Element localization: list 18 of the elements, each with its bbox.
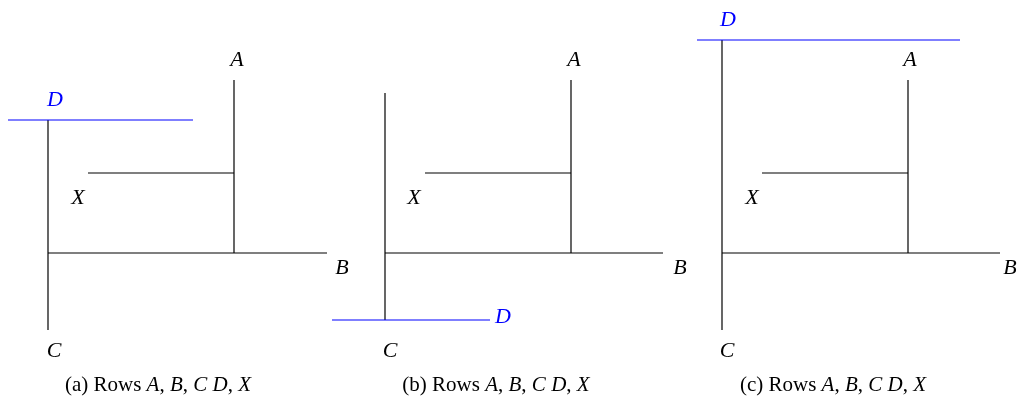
line-label: X	[71, 186, 85, 208]
line-label: C	[382, 339, 398, 361]
line-label: D	[47, 88, 63, 110]
line-label: C	[46, 339, 62, 361]
line-label: A	[903, 48, 917, 70]
line-label: X	[745, 186, 759, 208]
figure-caption: (c) Rows A, B, C D, X	[739, 373, 927, 395]
line-label: A	[230, 48, 244, 70]
line-label: D	[495, 305, 511, 327]
line-label: B	[335, 256, 349, 278]
line-label: C	[719, 339, 735, 361]
line-label: X	[407, 186, 421, 208]
line-label: B	[673, 256, 687, 278]
line-label: A	[567, 48, 581, 70]
line-label: B	[1003, 256, 1017, 278]
figure-caption: (a) Rows A, B, C D, X	[64, 373, 252, 395]
line-label: D	[720, 8, 736, 30]
figure-caption: (b) Rows A, B, C D, X	[402, 373, 590, 395]
